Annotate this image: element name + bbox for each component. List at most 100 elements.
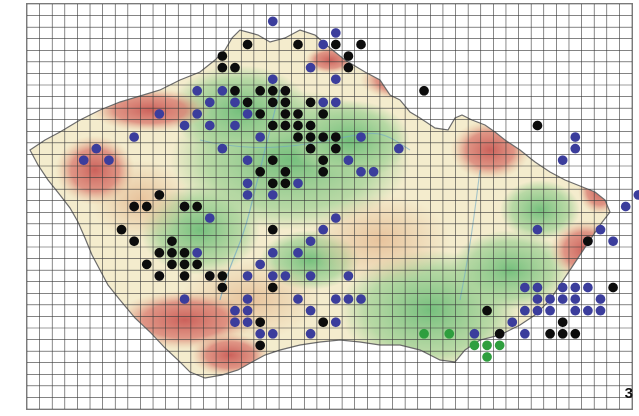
occurrence-dot-black [217,51,228,61]
occurrence-dot-blue [154,109,165,119]
occurrence-dot-black [167,236,177,247]
occurrence-dot-black [230,62,240,73]
occurrence-dot-black [330,143,341,154]
occurrence-dot-black [305,143,316,154]
occurrence-dot-blue [318,39,329,50]
occurrence-dot-black [280,166,291,177]
occurrence-dot-black [242,39,253,50]
occurrence-dot-blue [91,143,102,154]
occurrence-dot-blue [330,97,341,108]
occurrence-dot-green [444,328,455,339]
occurrence-dot-blue [570,305,581,316]
occurrence-dot-black [318,155,329,166]
occurrence-dot-green [482,340,492,351]
occurrence-dot-black [116,224,127,235]
occurrence-dot-black [293,132,303,142]
occurrence-dot-blue [557,294,568,304]
occurrence-dot-black [318,109,329,119]
occurrence-dot-blue [507,317,518,328]
occurrence-dot-blue [192,85,203,96]
occurrence-dot-blue [267,74,278,85]
occurrence-dot-black [179,259,190,270]
occurrence-dot-blue [255,328,266,339]
occurrence-dot-blue [255,259,266,270]
occurrence-dot-black [356,39,366,50]
occurrence-dot-black [154,247,165,258]
occurrence-dot-blue [583,305,593,316]
occurrence-dot-black [267,178,278,189]
occurrence-dot-blue [267,271,278,281]
occurrence-dot-black [217,282,228,293]
occurrence-dot-black [267,282,278,293]
occurrence-dot-black [154,190,165,200]
occurrence-dot-black [280,120,291,131]
occurrence-dot-black [305,120,316,131]
occurrence-dot-blue [520,305,530,316]
occurrence-dot-blue [242,294,253,304]
occurrence-dot-black [154,271,165,281]
occurrence-dot-black [293,109,303,119]
occurrence-dot-blue [570,282,581,293]
occurrence-dot-blue [557,155,568,166]
occurrence-dot-blue [242,109,253,119]
occurrence-dot-blue [280,271,291,281]
occurrence-dot-black [267,155,278,166]
occurrence-dot-black [318,317,329,328]
occurrence-dot-blue [343,271,354,281]
occurrence-dot-blue [305,236,316,247]
occurrence-dot-blue [179,294,190,304]
occurrence-dot-black [545,328,555,339]
occurrence-dot-black [532,120,543,131]
occurrence-dot-blue [570,143,581,154]
occurrence-dot-black [167,247,177,258]
occurrence-dot-blue [557,282,568,293]
occurrence-dot-black [583,236,593,247]
occurrence-dot-blue [356,294,366,304]
occurrence-dot-blue [305,305,316,316]
occurrence-dot-black [192,201,203,212]
occurrence-dot-blue [583,282,593,293]
occurrence-dot-blue [242,190,253,200]
occurrence-dot-blue [633,190,639,200]
occurrence-dot-blue [318,97,329,108]
occurrence-dot-black [217,271,228,281]
occurrence-dot-blue [305,271,316,281]
occurrence-dot-black [179,201,190,212]
occurrence-dot-black [129,201,139,212]
occurrence-dot-black [280,85,291,96]
occurrence-dot-blue [78,155,89,166]
occurrence-dots [78,16,639,362]
occurrence-dot-blue [230,317,240,328]
occurrence-dot-blue [242,155,253,166]
occurrence-dot-blue [356,166,366,177]
occurrence-dot-blue [242,178,253,189]
occurrence-dot-black [557,328,568,339]
occurrence-dot-blue [330,74,341,85]
occurrence-dot-black [242,97,253,108]
occurrence-dot-blue [192,109,203,119]
occurrence-dot-blue [242,305,253,316]
occurrence-dot-black [129,236,139,247]
occurrence-dot-blue [330,28,341,38]
occurrence-dot-black [179,247,190,258]
occurrence-dot-blue [179,120,190,131]
occurrence-dot-black [141,201,152,212]
panel-number: 3 [624,385,633,402]
occurrence-dot-blue [393,143,404,154]
grid-lines [26,3,633,410]
map-frame-border [26,3,633,410]
occurrence-dot-blue [318,224,329,235]
occurrence-dot-black [255,109,266,119]
occurrence-dot-black [167,259,177,270]
occurrence-dot-black [293,39,303,50]
occurrence-dot-blue [104,155,114,166]
occurrence-dot-blue [242,271,253,281]
occurrence-dot-blue [267,247,278,258]
occurrence-dot-blue [255,132,266,142]
occurrence-dot-black [192,259,203,270]
occurrence-dot-black [318,166,329,177]
occurrence-dot-black [141,259,152,270]
occurrence-dot-black [293,120,303,131]
occurrence-dot-black [255,317,266,328]
occurrence-dot-blue [595,224,606,235]
